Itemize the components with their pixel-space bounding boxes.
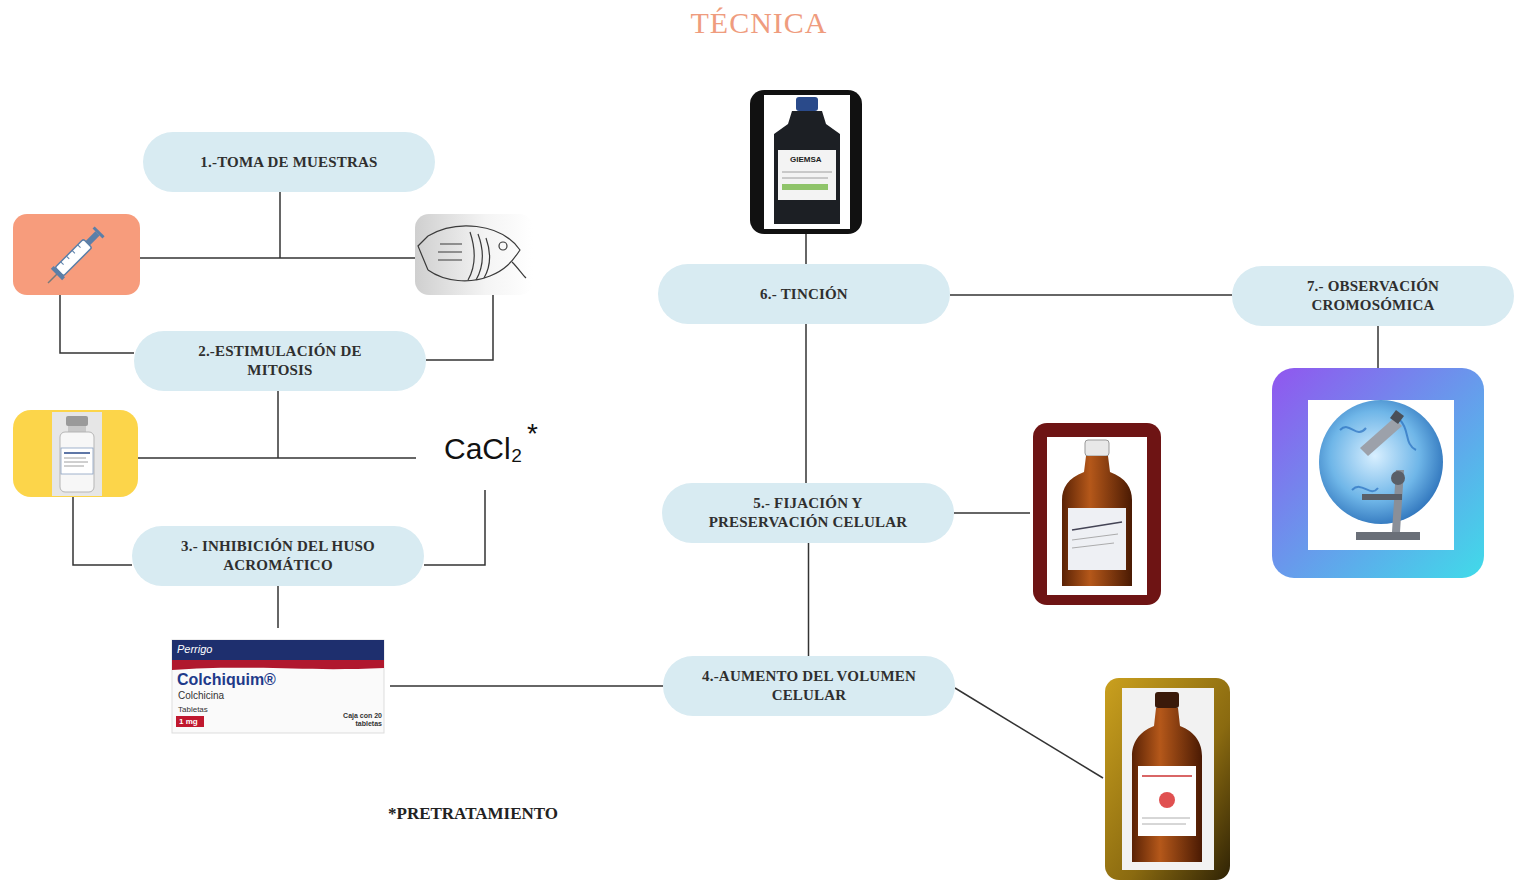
step-box: 4.-AUMENTO DEL VOLUMEN CELULAR <box>663 656 955 716</box>
step-box: 6.- TINCIÓN <box>658 264 950 324</box>
hypotonic-bottle-picture <box>1105 678 1230 880</box>
bottle-label: GIEMSA <box>790 155 822 164</box>
medicine-box-picture <box>172 640 384 733</box>
dose: 1 mg <box>179 717 198 726</box>
step-label: 3.- INHIBICIÓN DEL HUSO ACROMÁTICO <box>166 537 390 575</box>
package-count: Caja con 20 tabletas <box>340 712 382 728</box>
fixative-bottle-picture <box>1033 423 1161 605</box>
step-box: 7.- OBSERVACIÓN CROMOSÓMICA <box>1232 266 1514 326</box>
chemical-formula: CaCl₂ <box>444 432 522 467</box>
step-box: 5.- FIJACIÓN Y PRESERVACIÓN CELULAR <box>662 483 954 543</box>
step-label: 7.- OBSERVACIÓN CROMOSÓMICA <box>1266 277 1480 315</box>
step-label: 5.- FIJACIÓN Y PRESERVACIÓN CELULAR <box>696 494 920 532</box>
drug-name: Colchicina <box>178 690 224 702</box>
microscope-picture <box>1272 368 1484 578</box>
syringe-picture <box>13 214 140 295</box>
step-box: 1.-TOMA DE MUESTRAS <box>143 132 435 192</box>
brand-name: Perrigo <box>177 643 212 656</box>
connector-line <box>805 324 807 483</box>
step-box: 2.-ESTIMULACIÓN DE MITOSIS <box>134 331 426 391</box>
giemsa-bottle-picture <box>750 90 862 234</box>
connector-line <box>808 543 810 656</box>
dosage-form: Tabletas <box>178 705 208 714</box>
step-box: 3.- INHIBICIÓN DEL HUSO ACROMÁTICO <box>132 526 424 586</box>
step-label: 2.-ESTIMULACIÓN DE MITOSIS <box>168 342 392 380</box>
connector-line <box>950 294 1232 296</box>
step-label: 4.-AUMENTO DEL VOLUMEN CELULAR <box>697 667 921 705</box>
vial-picture <box>13 410 138 497</box>
footnote: *PRETRATAMIENTO <box>388 804 558 824</box>
fish-picture <box>415 214 533 295</box>
footnote-mark: * <box>527 418 538 450</box>
step-label: 6.- TINCIÓN <box>760 285 848 304</box>
product-name: Colchiquim® <box>177 671 276 689</box>
step-label: 1.-TOMA DE MUESTRAS <box>200 153 377 172</box>
diagram-title: TÉCNICA <box>0 6 1518 40</box>
